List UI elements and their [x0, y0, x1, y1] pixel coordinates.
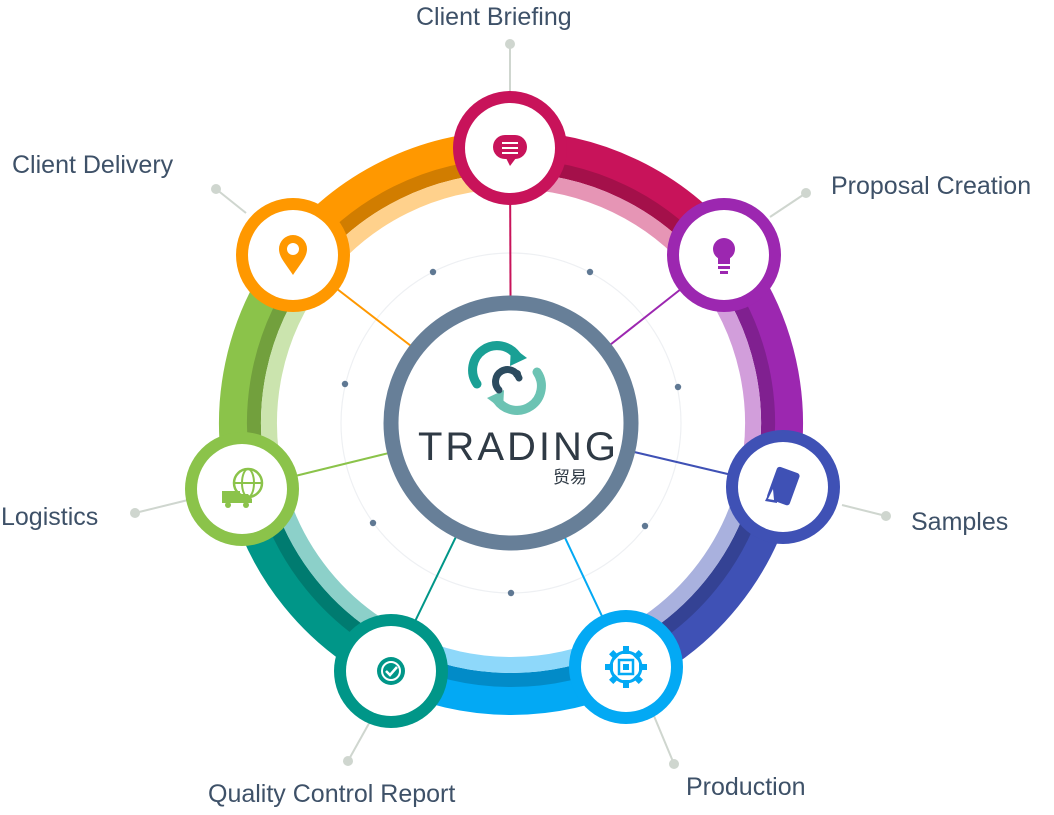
step-node	[236, 198, 350, 312]
location-pin-icon	[279, 235, 307, 275]
gear-icon	[605, 646, 647, 688]
connector-line	[347, 717, 373, 762]
connector-line	[653, 715, 675, 765]
node-layer	[185, 91, 840, 728]
guide-dot	[507, 589, 515, 597]
connector-dot	[130, 508, 140, 518]
logo-subtitle: 贸易	[553, 468, 587, 488]
connector-dot	[669, 759, 679, 769]
trading-logo-mark	[468, 341, 546, 415]
step-node	[667, 198, 781, 312]
guide-dot	[341, 380, 349, 388]
connector-dot	[881, 511, 891, 521]
truck-globe-icon	[222, 467, 264, 508]
label-quality-control-report: Quality Control Report	[208, 780, 456, 808]
step-node	[453, 91, 567, 205]
guide-dot	[674, 383, 682, 391]
label-logistics: Logistics	[1, 503, 99, 531]
connector-line	[841, 504, 887, 517]
badge-check-icon	[377, 657, 405, 685]
connector-dot	[505, 39, 515, 49]
guide-dot	[369, 519, 377, 527]
step-node	[569, 610, 683, 724]
connector-line	[134, 499, 189, 514]
guide-dot	[586, 268, 594, 276]
connector-line	[769, 192, 807, 218]
label-production: Production	[686, 773, 806, 801]
step-node	[726, 430, 840, 544]
connector-dot	[343, 756, 353, 766]
label-client-briefing: Client Briefing	[416, 3, 572, 31]
chat-bubble-icon	[493, 135, 527, 166]
step-node	[185, 432, 299, 546]
guide-dot	[641, 522, 649, 530]
guide-dot	[429, 268, 437, 276]
label-proposal-creation: Proposal Creation	[831, 172, 1032, 200]
center-hub	[383, 295, 639, 551]
color-swatch-icon	[765, 466, 800, 506]
connector-dot	[801, 188, 811, 198]
lightbulb-icon	[713, 238, 735, 274]
connector-dot	[211, 184, 221, 194]
label-client-delivery: Client Delivery	[12, 151, 174, 179]
connector-line	[215, 188, 247, 214]
step-node	[334, 614, 448, 728]
label-samples: Samples	[911, 508, 1009, 536]
logo-wordmark: TRADING	[418, 425, 619, 469]
